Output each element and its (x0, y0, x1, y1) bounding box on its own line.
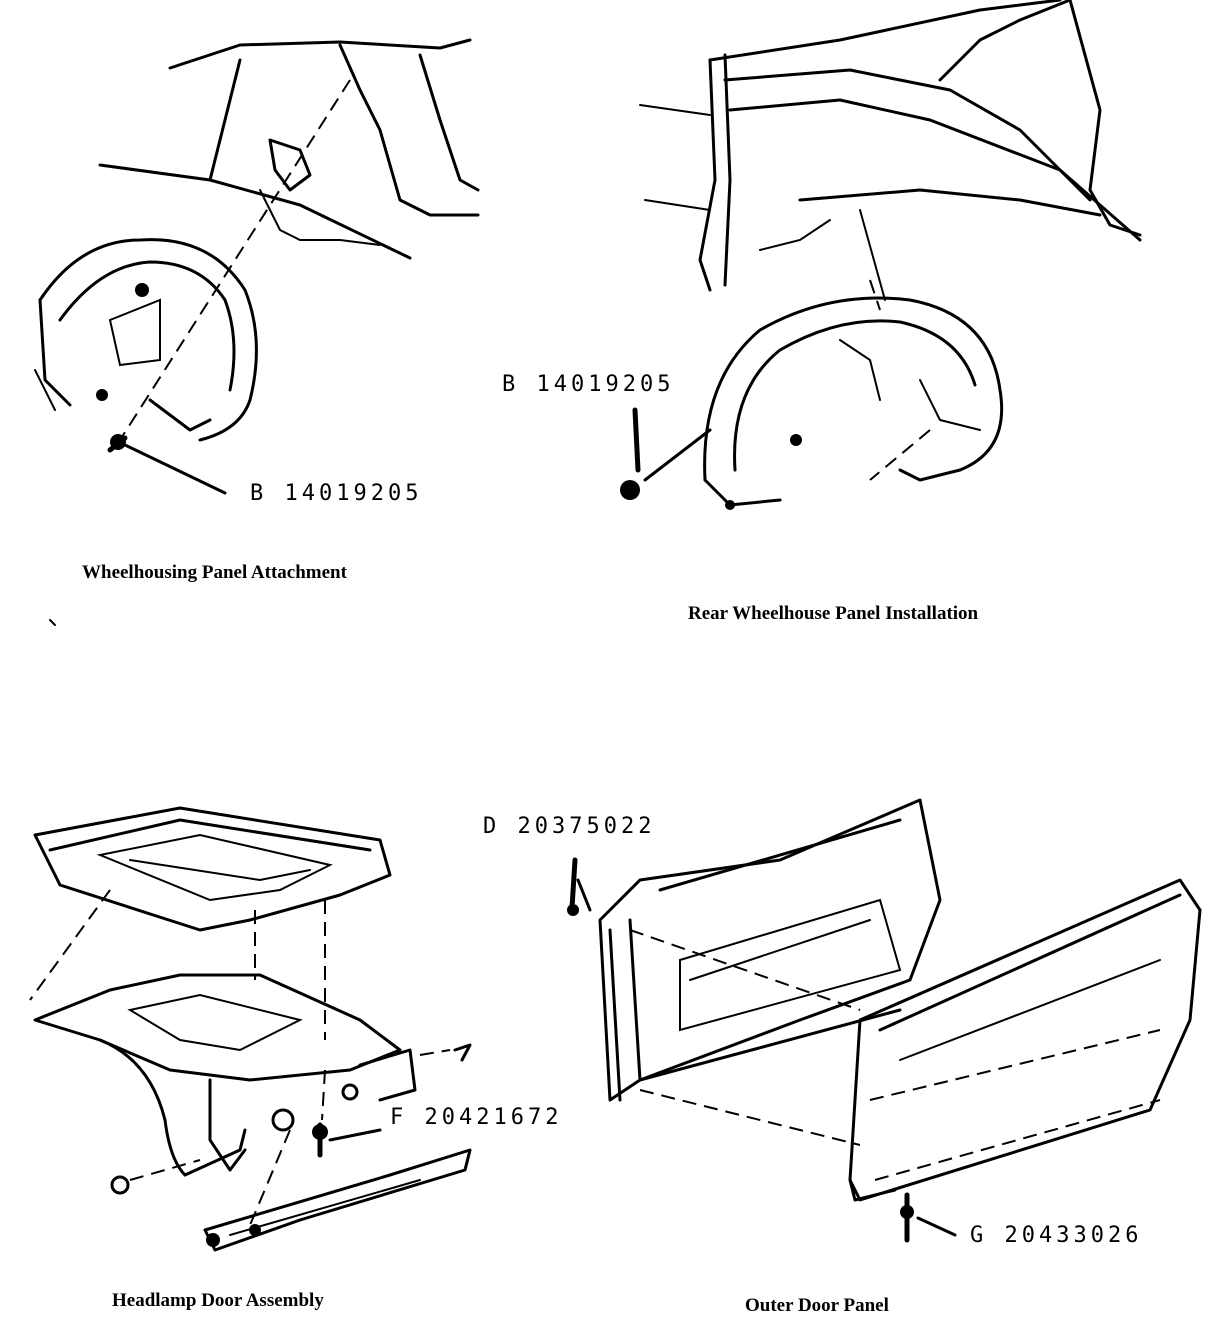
callout-label-d: D 20375022 (483, 814, 655, 839)
wheelhousing-drawing (34, 38, 480, 626)
callout-label-g: G 20433026 (970, 1223, 1142, 1248)
part-code: B (250, 481, 268, 506)
part-number: 20421672 (424, 1105, 563, 1130)
part-number: 20433026 (1004, 1223, 1143, 1248)
figure-outer-door: D 20375022 G 20433026 Outer Door Panel (483, 780, 1216, 1328)
figure-caption: Wheelhousing Panel Attachment (82, 562, 347, 583)
callout-label: B 14019205 (502, 372, 674, 397)
part-code: D (483, 814, 501, 839)
part-number: 20375022 (517, 814, 656, 839)
callout-label: B 14019205 (250, 481, 422, 506)
outer-door-drawing (567, 798, 1202, 1243)
part-code: F (390, 1105, 408, 1130)
figure-headlamp-door: F 20421672 Headlamp Door Assembly (0, 780, 600, 1328)
figure-caption: Outer Door Panel (745, 1295, 889, 1316)
part-code: G (970, 1223, 988, 1248)
part-code: B (502, 372, 520, 397)
figure-caption: Rear Wheelhouse Panel Installation (688, 603, 979, 624)
rear-wheelhouse-drawing (620, 0, 1142, 510)
figure-caption: Headlamp Door Assembly (112, 1290, 324, 1311)
callout-label: F 20421672 (390, 1105, 562, 1130)
figure-wheelhousing: B 14019205 Wheelhousing Panel Attachment (0, 0, 600, 626)
figure-rear-wheelhouse: B 14019205 Rear Wheelhouse Panel Install… (502, 0, 1216, 640)
part-number: 14019205 (284, 481, 423, 506)
headlamp-door-drawing (29, 806, 472, 1252)
part-number: 14019205 (536, 372, 675, 397)
